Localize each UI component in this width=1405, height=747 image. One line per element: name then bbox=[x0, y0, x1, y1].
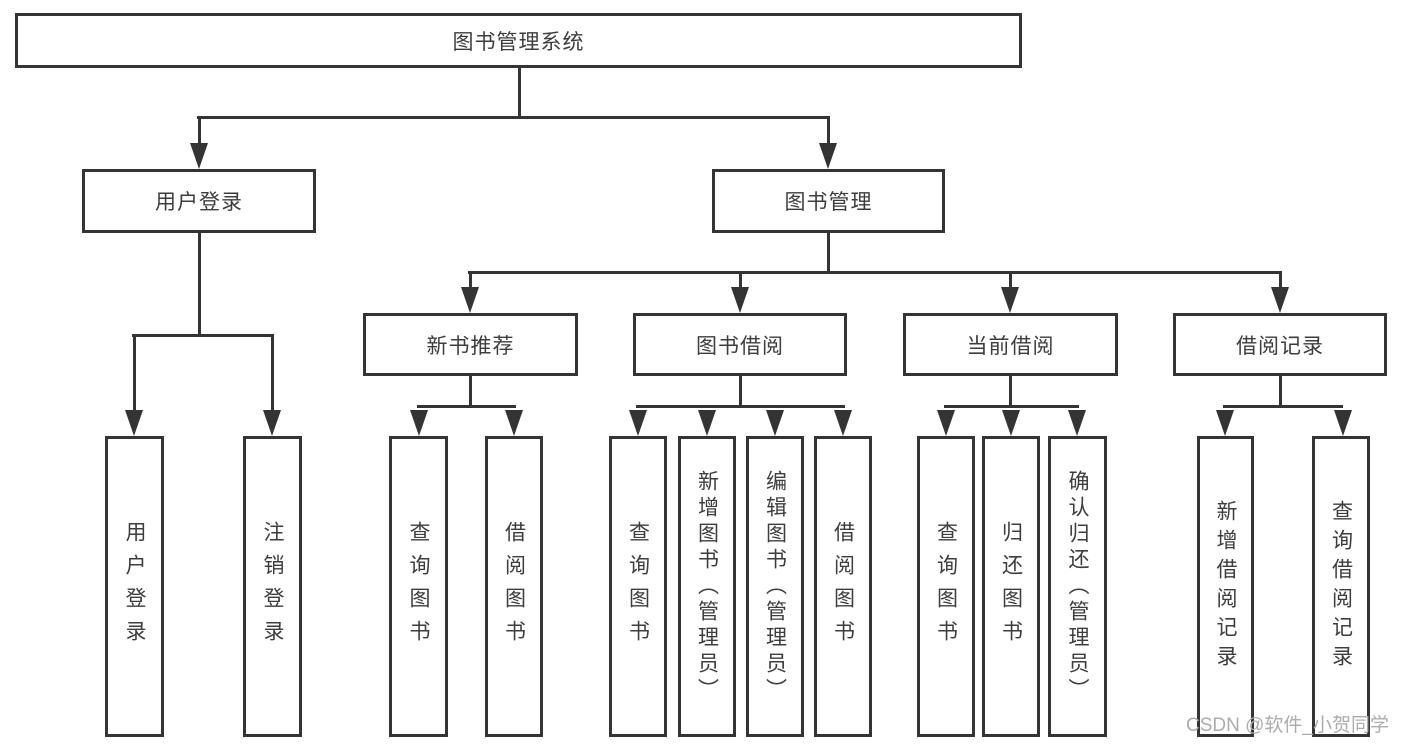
connector-line bbox=[518, 68, 521, 118]
node-label: 编辑图书（管理员） bbox=[763, 469, 787, 704]
node-leaf-current-query-books: 查询图书 bbox=[917, 436, 975, 737]
connector-line bbox=[739, 376, 742, 407]
connector-line bbox=[1009, 376, 1012, 407]
arrow-down-icon bbox=[731, 287, 749, 313]
connector-line bbox=[827, 116, 830, 144]
node-book-management: 图书管理 bbox=[712, 169, 945, 233]
node-new-book-recommend: 新书推荐 bbox=[363, 313, 578, 376]
node-leaf-recommend-borrow-books: 借阅图书 bbox=[485, 436, 543, 737]
node-leaf-current-return-books: 归还图书 bbox=[982, 436, 1040, 737]
connector-line bbox=[944, 405, 1079, 408]
connector-line bbox=[1279, 376, 1282, 407]
node-current-borrowing: 当前借阅 bbox=[903, 313, 1118, 376]
arrow-down-icon bbox=[937, 410, 955, 436]
node-leaf-user-login: 用户登录 bbox=[105, 436, 164, 737]
arrow-down-icon bbox=[1002, 410, 1020, 436]
node-leaf-records-add-record: 新增借阅记录 bbox=[1197, 436, 1254, 737]
connector-line bbox=[198, 233, 201, 336]
node-leaf-recommend-query-books: 查询图书 bbox=[389, 436, 448, 737]
node-label: 新增图书（管理员） bbox=[695, 469, 719, 704]
node-label: 注销登录 bbox=[261, 520, 284, 653]
node-label: 新书推荐 bbox=[426, 334, 515, 358]
node-label: 用户登录 bbox=[123, 520, 146, 653]
connector-line bbox=[198, 116, 201, 144]
connector-line bbox=[417, 405, 516, 408]
arrow-down-icon bbox=[190, 143, 208, 169]
node-leaf-records-query-record: 查询借阅记录 bbox=[1312, 436, 1370, 737]
arrow-down-icon bbox=[125, 410, 143, 436]
node-label: 查询图书 bbox=[407, 520, 430, 653]
arrow-down-icon bbox=[698, 410, 716, 436]
arrow-down-icon bbox=[461, 287, 479, 313]
node-label: 借阅图书 bbox=[831, 520, 855, 653]
node-leaf-borrowing-edit-books: 编辑图书（管理员） bbox=[746, 436, 804, 737]
arrow-down-icon bbox=[1334, 410, 1352, 436]
connector-line bbox=[739, 271, 742, 289]
node-label: 查询借阅记录 bbox=[1329, 499, 1353, 674]
arrow-down-icon bbox=[263, 410, 281, 436]
connector-line bbox=[133, 334, 136, 412]
node-leaf-current-confirm-return: 确认归还（管理员） bbox=[1048, 436, 1107, 737]
csdn-watermark: CSDN @软件_小贺同学 bbox=[1186, 715, 1389, 736]
node-label: 归还图书 bbox=[999, 520, 1023, 653]
arrow-down-icon bbox=[1216, 410, 1234, 436]
connector-line bbox=[636, 405, 845, 408]
arrow-down-icon bbox=[1001, 287, 1019, 313]
arrow-down-icon bbox=[1271, 287, 1289, 313]
connector-line bbox=[469, 271, 472, 289]
node-label: 当前借阅 bbox=[966, 334, 1055, 358]
connector-line bbox=[827, 233, 830, 273]
connector-line bbox=[197, 116, 830, 119]
connector-line bbox=[469, 376, 472, 407]
node-user-login: 用户登录 bbox=[82, 169, 316, 233]
node-root-system: 图书管理系统 bbox=[15, 13, 1022, 68]
connector-line bbox=[132, 334, 274, 337]
node-label: 借阅记录 bbox=[1236, 334, 1324, 358]
connector-line bbox=[1223, 405, 1343, 408]
node-leaf-logout: 注销登录 bbox=[243, 436, 302, 737]
node-leaf-borrowing-query-books: 查询图书 bbox=[609, 436, 667, 737]
node-label: 图书借阅 bbox=[696, 334, 784, 358]
node-borrowing-records: 借阅记录 bbox=[1173, 313, 1387, 376]
node-leaf-borrowing-add-books: 新增图书（管理员） bbox=[678, 436, 736, 737]
node-label: 图书管理 bbox=[784, 191, 873, 214]
connector-line bbox=[1009, 271, 1012, 289]
node-label: 查询图书 bbox=[626, 520, 650, 653]
arrow-down-icon bbox=[410, 410, 428, 436]
arrow-down-icon bbox=[505, 410, 523, 436]
connector-line bbox=[271, 334, 274, 412]
connector-line bbox=[468, 271, 1282, 274]
node-leaf-borrowing-borrow-books: 借阅图书 bbox=[814, 436, 872, 737]
connector-line bbox=[1279, 271, 1282, 289]
node-book-borrowing: 图书借阅 bbox=[633, 313, 847, 376]
node-label: 借阅图书 bbox=[502, 520, 526, 653]
node-label: 新增借阅记录 bbox=[1214, 499, 1237, 674]
node-label: 图书管理系统 bbox=[452, 30, 585, 54]
arrow-down-icon bbox=[834, 410, 852, 436]
arrow-down-icon bbox=[629, 410, 647, 436]
node-label: 用户登录 bbox=[155, 191, 243, 214]
node-label: 查询图书 bbox=[934, 520, 958, 653]
node-label: 确认归还（管理员） bbox=[1066, 469, 1089, 704]
arrow-down-icon bbox=[1068, 410, 1086, 436]
arrow-down-icon bbox=[819, 143, 837, 169]
arrow-down-icon bbox=[766, 410, 784, 436]
